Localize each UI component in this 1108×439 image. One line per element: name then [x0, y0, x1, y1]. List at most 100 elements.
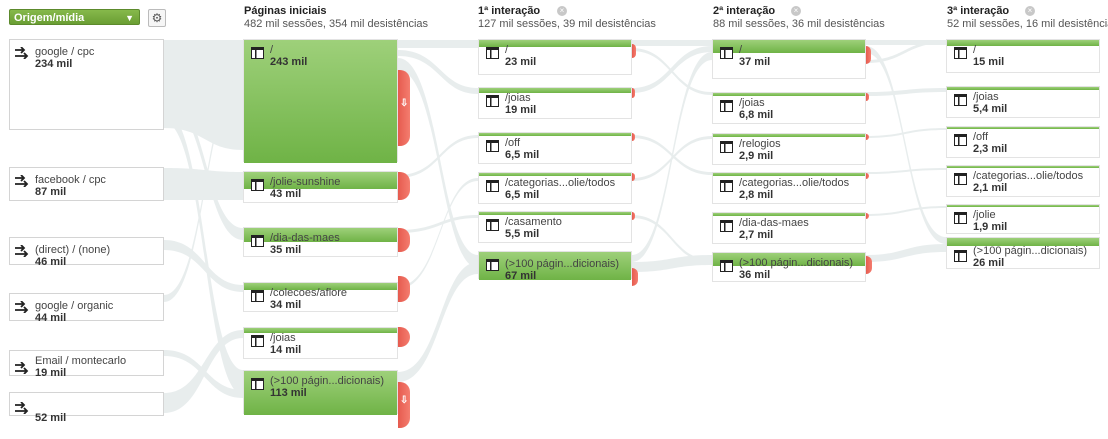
column-title: 3ª interação: [947, 5, 1010, 17]
page-node[interactable]: /categorias...olie/todos 2,8 mil: [712, 172, 866, 204]
source-node[interactable]: google / organic 44 mil: [9, 293, 164, 324]
flow-path: [164, 110, 243, 395]
page-table-icon: [486, 259, 499, 271]
dropoff-indicator[interactable]: [632, 44, 636, 58]
page-node[interactable]: /joias 5,4 mil: [946, 86, 1100, 118]
page-label: /joias: [505, 92, 531, 104]
page-value: 5,5 mil: [505, 228, 540, 240]
dropoff-indicator[interactable]: [866, 213, 869, 219]
page-table-icon: [954, 212, 967, 224]
dropoff-indicator[interactable]: ⇩: [398, 70, 410, 146]
page-node[interactable]: / 243 mil: [243, 39, 398, 163]
page-node[interactable]: / 15 mil: [946, 39, 1100, 73]
page-table-icon: [720, 180, 733, 192]
page-value: 36 mil: [739, 269, 771, 281]
page-table-icon: [251, 378, 264, 390]
page-node[interactable]: / 23 mil: [478, 39, 632, 75]
dropoff-indicator[interactable]: [632, 133, 635, 141]
flow-path: [866, 40, 946, 63]
page-value: 2,9 mil: [739, 150, 774, 162]
column-summary: 52 mil sessões, 16 mil desistências: [947, 18, 1108, 30]
close-icon[interactable]: ×: [791, 6, 801, 16]
source-node[interactable]: google / cpc 234 mil: [9, 39, 164, 130]
page-node[interactable]: /jolie 1,9 mil: [946, 204, 1100, 234]
flow-path: [398, 215, 478, 233]
close-icon[interactable]: ×: [1025, 6, 1035, 16]
column-summary: 482 mil sessões, 354 mil desistências: [244, 18, 429, 30]
page-value: 19 mil: [505, 104, 537, 116]
page-node[interactable]: / 37 mil: [712, 39, 866, 79]
dropoff-indicator[interactable]: [632, 88, 635, 98]
column-header-interaction-2: 2ª interação 88 mil sessões, 36 mil desi…: [713, 5, 885, 30]
dropoff-indicator[interactable]: [398, 276, 410, 302]
dropoff-indicator[interactable]: [398, 228, 410, 252]
settings-button[interactable]: ⚙: [148, 9, 166, 27]
page-node[interactable]: /joias 6,8 mil: [712, 92, 866, 124]
flow-path: [164, 90, 243, 240]
dropoff-indicator[interactable]: [866, 173, 869, 179]
source-label: Email / montecarlo: [35, 355, 127, 367]
dropoff-indicator[interactable]: ⇩: [398, 382, 410, 428]
source-node[interactable]: (direct) / (none) 46 mil: [9, 237, 164, 268]
page-node[interactable]: (>100 págin...dicionais) 26 mil: [946, 237, 1100, 269]
page-node[interactable]: /off 6,5 mil: [478, 132, 632, 164]
page-table-icon: [251, 179, 264, 191]
source-value: 234 mil: [35, 58, 73, 70]
page-node[interactable]: (>100 págin...dicionais) 36 mil: [712, 252, 866, 282]
column-title: Páginas iniciais: [244, 5, 327, 17]
page-label: /dia-das-maes: [270, 232, 340, 244]
page-node[interactable]: /relogios 2,9 mil: [712, 133, 866, 165]
page-table-icon: [720, 100, 733, 112]
page-node[interactable]: /casamento 5,5 mil: [478, 211, 632, 243]
chevron-down-icon: ▼: [125, 13, 134, 23]
source-node[interactable]: 52 mil: [9, 392, 164, 424]
page-node[interactable]: (>100 págin...dicionais) 67 mil: [478, 251, 632, 282]
page-node[interactable]: /categorias...olie/todos 6,5 mil: [478, 172, 632, 204]
page-value: 5,4 mil: [973, 103, 1008, 115]
page-node[interactable]: /joias 14 mil: [243, 327, 398, 359]
page-value: 14 mil: [270, 344, 302, 356]
source-node[interactable]: Email / montecarlo 19 mil: [9, 350, 164, 379]
page-node[interactable]: /off 2,3 mil: [946, 126, 1100, 158]
page-value: 2,8 mil: [739, 189, 774, 201]
page-node[interactable]: /jolie-sunshine 43 mil: [243, 171, 398, 203]
flow-path: [866, 128, 946, 138]
page-node[interactable]: /categorias...olie/todos 2,1 mil: [946, 165, 1100, 197]
page-value: 243 mil: [270, 56, 308, 68]
page-label: /relogios: [739, 138, 781, 150]
dropoff-indicator[interactable]: [866, 46, 871, 64]
dropoff-indicator[interactable]: [866, 93, 869, 101]
page-node[interactable]: /dia-das-maes 35 mil: [243, 227, 398, 257]
page-label: (>100 págin...dicionais): [739, 257, 854, 269]
flow-path: [866, 206, 946, 216]
dimension-label: Origem/mídia: [14, 12, 85, 24]
column-title: 1ª interação: [478, 5, 541, 17]
page-node[interactable]: /dia-das-maes 2,7 mil: [712, 212, 866, 244]
source-node[interactable]: facebook / cpc 87 mil: [9, 167, 164, 201]
dropoff-indicator[interactable]: [632, 212, 635, 220]
page-table-icon: [251, 235, 264, 247]
page-label: /off: [973, 131, 989, 143]
flow-path: [164, 240, 243, 292]
page-label: /joias: [973, 91, 999, 103]
dropoff-indicator[interactable]: [398, 327, 410, 347]
page-node[interactable]: /colecoes/aflore 34 mil: [243, 282, 398, 312]
flow-path: [866, 88, 946, 96]
source-value: 87 mil: [35, 186, 67, 198]
page-table-icon: [954, 173, 967, 185]
dropoff-indicator[interactable]: [632, 173, 635, 181]
page-value: 43 mil: [270, 188, 302, 200]
page-node[interactable]: (>100 págin...dicionais) 113 mil: [243, 370, 398, 415]
page-label: (>100 págin...dicionais): [270, 375, 385, 387]
dropoff-indicator[interactable]: [632, 268, 638, 286]
dropoff-indicator[interactable]: [866, 134, 869, 140]
close-icon[interactable]: ×: [557, 6, 567, 16]
source-value: 44 mil: [35, 312, 67, 324]
dropoff-indicator[interactable]: [398, 172, 410, 200]
flow-path: [632, 48, 712, 95]
source-value: 52 mil: [35, 412, 67, 424]
dimension-dropdown[interactable]: Origem/mídia ▼: [9, 9, 140, 25]
dropoff-indicator[interactable]: [866, 256, 872, 274]
flow-path: [164, 168, 243, 200]
page-node[interactable]: /joias 19 mil: [478, 87, 632, 119]
